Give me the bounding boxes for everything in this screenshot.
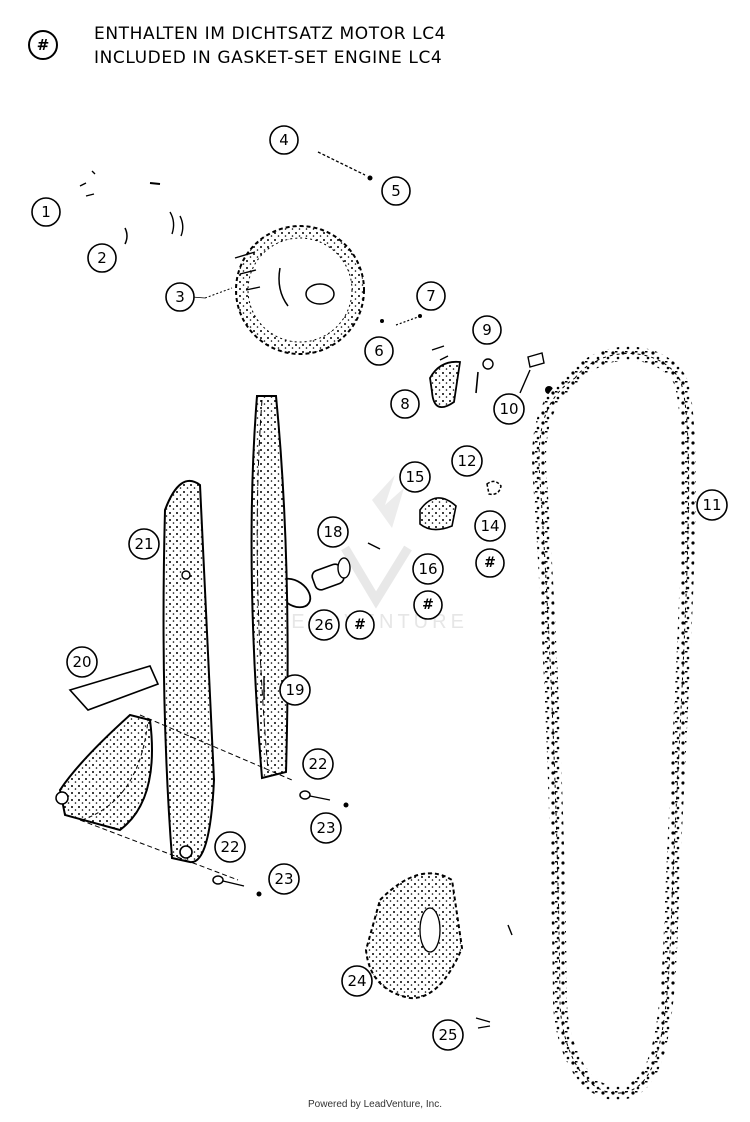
svg-text:#: #	[484, 555, 496, 571]
callout-26: 26	[308, 609, 340, 641]
tensioning-rail	[162, 479, 216, 864]
callout-5: 5	[381, 176, 411, 206]
callout-23-upper: 23	[310, 812, 342, 844]
legend-text-english: INCLUDED IN GASKET-SET ENGINE LC4	[94, 48, 443, 68]
bearing-bracket	[429, 345, 462, 409]
svg-text:2: 2	[97, 249, 107, 267]
callout-2: 2	[87, 243, 117, 273]
svg-text:22: 22	[308, 755, 327, 773]
callout-8: 8	[390, 389, 420, 419]
svg-text:24: 24	[347, 972, 366, 990]
small-screw-parts	[380, 314, 422, 326]
svg-text:21: 21	[134, 535, 153, 553]
callout-14: 14	[474, 510, 506, 542]
callout-23-lower: 23	[268, 863, 300, 895]
crankshaft-sprocket	[364, 872, 513, 1000]
camshaft-sprocket-bolt	[79, 170, 161, 197]
svg-text:20: 20	[72, 653, 91, 671]
gasket-marker-14: #	[475, 548, 505, 578]
svg-text:#: #	[422, 597, 434, 613]
callout-1: 1	[31, 197, 61, 227]
callout-22-upper: 22	[302, 748, 334, 780]
svg-text:15: 15	[405, 468, 424, 486]
callout-20: 20	[66, 646, 98, 678]
callout-25: 25	[432, 1019, 464, 1051]
chain-guide-rail	[250, 395, 289, 780]
svg-text:3: 3	[175, 288, 185, 306]
callout-11: 11	[696, 489, 728, 521]
pin-part-4	[317, 151, 373, 181]
svg-text:7: 7	[426, 287, 436, 305]
gasket-marker-26: #	[345, 610, 375, 640]
svg-text:12: 12	[457, 452, 476, 470]
svg-text:23: 23	[274, 870, 293, 888]
svg-text:25: 25	[438, 1026, 457, 1044]
legend-text-german: ENTHALTEN IM DICHTSATZ MOTOR LC4	[94, 24, 447, 44]
callout-24: 24	[341, 965, 373, 997]
svg-text:23: 23	[316, 819, 335, 837]
footer-credit: Powered by LeadVenture, Inc.	[308, 1099, 442, 1110]
svg-text:26: 26	[314, 616, 333, 634]
callout-21: 21	[128, 528, 160, 560]
svg-text:#: #	[354, 617, 366, 633]
svg-text:14: 14	[480, 517, 499, 535]
svg-text:1: 1	[41, 203, 51, 221]
gasket-set-symbol: #	[28, 30, 58, 60]
callout-9: 9	[472, 315, 502, 345]
callout-12: 12	[451, 445, 483, 477]
chain-tensioner-parts	[419, 480, 502, 531]
svg-text:11: 11	[702, 496, 721, 514]
callout-6: 6	[364, 336, 394, 366]
svg-text:19: 19	[285, 681, 304, 699]
bolt-parts-9-10	[475, 352, 553, 394]
gasket-marker-16: #	[413, 590, 443, 620]
callout-16: 16	[412, 553, 444, 585]
callout-7: 7	[416, 281, 446, 311]
svg-text:22: 22	[220, 838, 239, 856]
svg-text:9: 9	[482, 321, 492, 339]
svg-text:8: 8	[400, 395, 410, 413]
callout-10: 10	[493, 393, 525, 425]
timing-chain	[532, 346, 696, 1101]
callout-3: 3	[165, 282, 195, 312]
washer-part	[124, 211, 184, 245]
svg-text:16: 16	[418, 560, 437, 578]
callout-19: 19	[279, 674, 311, 706]
callout-4: 4	[269, 125, 299, 155]
camshaft-gear	[204, 225, 365, 355]
svg-text:5: 5	[391, 182, 401, 200]
pivot-lines	[79, 714, 293, 881]
chain-guide-part	[55, 665, 160, 832]
callout-18: 18	[317, 516, 349, 548]
svg-text:10: 10	[499, 400, 518, 418]
svg-text:4: 4	[279, 131, 289, 149]
callout-15: 15	[399, 461, 431, 493]
svg-text:18: 18	[323, 523, 342, 541]
callout-22-lower: 22	[214, 831, 246, 863]
small-key-part	[475, 1017, 491, 1029]
svg-text:6: 6	[374, 342, 384, 360]
pivot-bolts	[212, 790, 349, 897]
